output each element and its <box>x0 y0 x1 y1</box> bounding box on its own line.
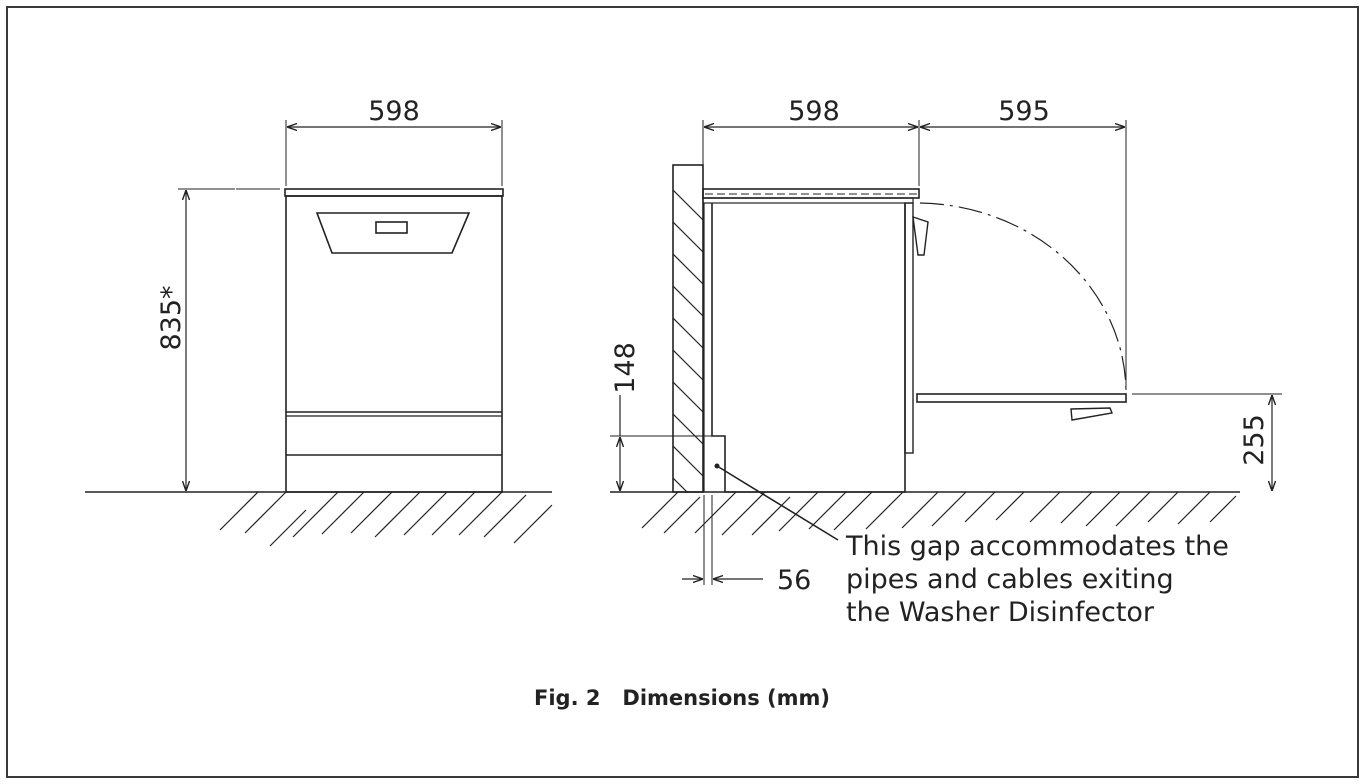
front-worktop <box>284 188 504 197</box>
side-cabinet <box>711 203 906 493</box>
wall <box>672 164 704 493</box>
figure-caption: Fig. 2 Dimensions (mm) <box>534 686 830 710</box>
side-top-frame <box>702 197 914 204</box>
figure-frame <box>6 6 1359 778</box>
front-cabinet <box>285 195 503 493</box>
open-door <box>916 393 1127 403</box>
front-control-panel <box>315 212 471 254</box>
note-leader-line <box>716 465 839 541</box>
front-floor-hatch <box>219 491 553 547</box>
front-width-label: 598 <box>368 96 420 127</box>
side-door-label: 595 <box>998 96 1050 127</box>
note-line-1: This gap accommodates the <box>845 531 1229 562</box>
gap-width-label: 56 <box>777 565 811 596</box>
note-line-3: the Washer Disinfector <box>846 597 1155 628</box>
wall-hatch <box>673 189 704 493</box>
side-view <box>610 120 1282 585</box>
side-door-handle <box>912 215 929 256</box>
front-view <box>85 120 553 547</box>
door-swing-arc <box>919 202 1127 395</box>
front-display <box>375 221 408 234</box>
gap-height-label: 148 <box>610 342 641 394</box>
front-height-label: 835* <box>156 285 187 350</box>
side-depth-label: 598 <box>788 96 840 127</box>
open-door-handle <box>1070 407 1113 421</box>
door-height-label: 255 <box>1239 414 1270 466</box>
note-line-2: pipes and cables exiting <box>846 564 1174 595</box>
side-door-front <box>904 202 914 454</box>
side-floor-hatch <box>641 491 1237 536</box>
